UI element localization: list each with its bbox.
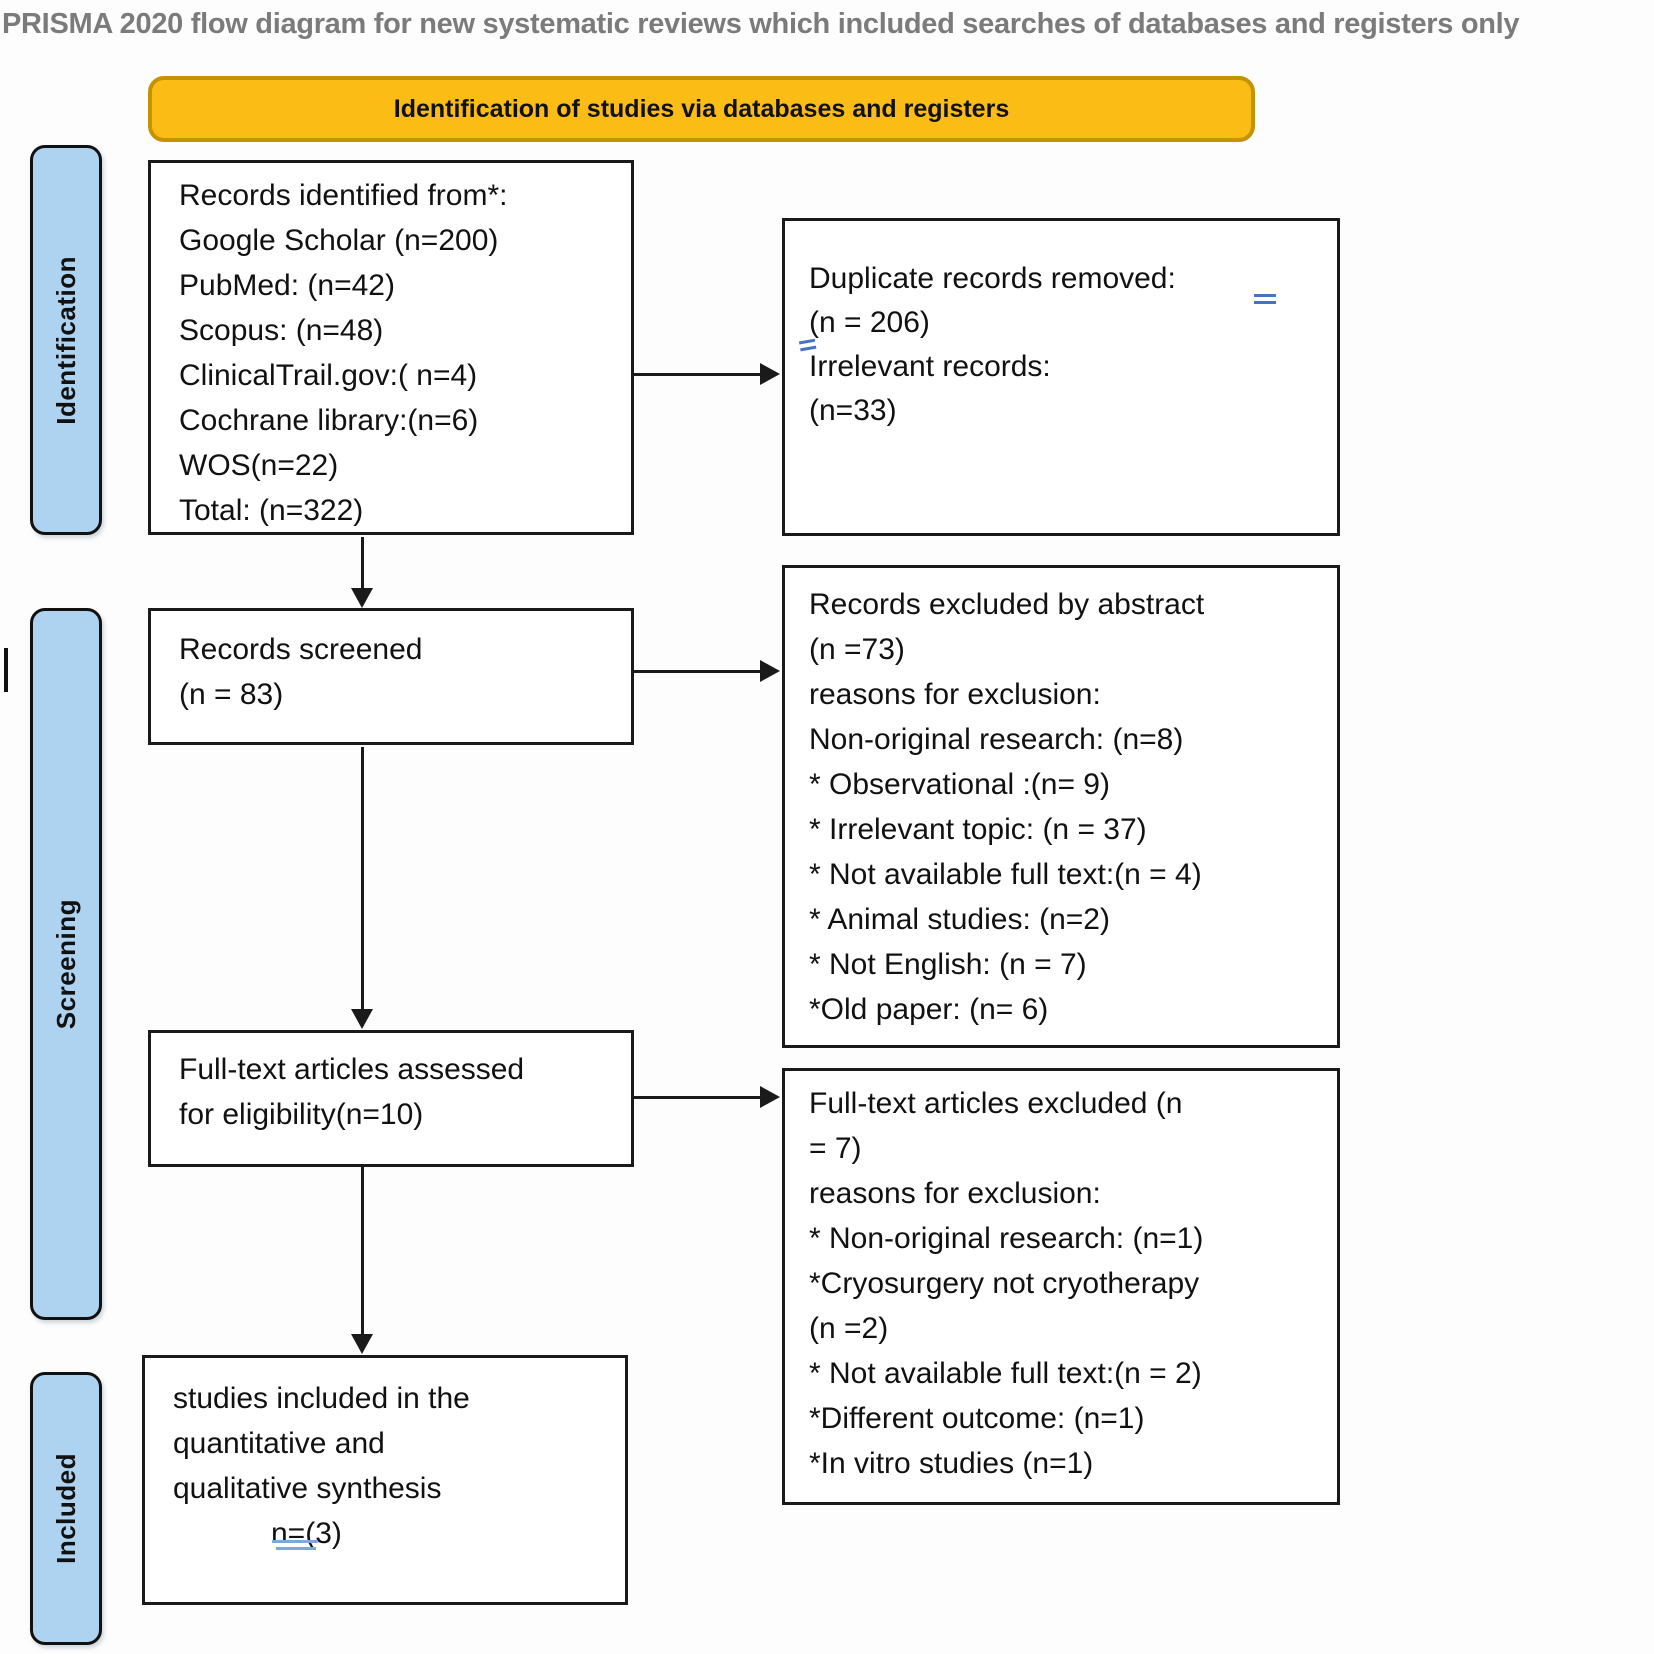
arrow-line-identified-to-screened bbox=[361, 537, 364, 589]
arrowhead-identified-to-screened bbox=[351, 588, 373, 608]
text-line: Cochrane library:(n=6) bbox=[179, 404, 479, 437]
text-line: Google Scholar (n=200) bbox=[179, 224, 499, 257]
studies-included-box: studies included in the quantitative and… bbox=[142, 1355, 628, 1605]
text-line: Records identified from*: bbox=[179, 179, 508, 212]
text-line: *Cryosurgery not cryotherapy bbox=[809, 1267, 1200, 1300]
arrow-line-fulltext-to-included bbox=[361, 1167, 364, 1335]
text-line: * Not English: (n = 7) bbox=[809, 948, 1087, 981]
revision-mark-insert bbox=[798, 338, 817, 356]
text-line: reasons for exclusion: bbox=[809, 678, 1101, 711]
text-line: Full-text articles assessed bbox=[179, 1053, 525, 1086]
stage-label-screening: Screening bbox=[30, 608, 102, 1320]
arrowhead-fulltext-to-included bbox=[351, 1334, 373, 1354]
arrow-line-screened-to-fulltext bbox=[361, 747, 364, 1010]
arrowhead-screened-to-fulltext bbox=[351, 1009, 373, 1029]
records-screened-box: Records screened (n = 83) bbox=[148, 608, 634, 745]
text-line: PubMed: (n=42) bbox=[179, 269, 395, 302]
stage-label-text: Screening bbox=[50, 898, 81, 1030]
text-line: = 7) bbox=[809, 1132, 862, 1165]
text-line: for eligibility(n=10) bbox=[179, 1098, 424, 1131]
text-line: studies included in the bbox=[173, 1382, 470, 1415]
stage-label-included: Included bbox=[30, 1372, 102, 1645]
text-line: Full-text articles excluded (n bbox=[809, 1087, 1183, 1120]
text-line: (n =73) bbox=[809, 633, 905, 666]
text-line: quantitative and bbox=[173, 1427, 385, 1460]
text-line: ClinicalTrail.gov:( n=4) bbox=[179, 359, 478, 392]
text-line: Records screened bbox=[179, 633, 423, 666]
text-line: (n =2) bbox=[809, 1312, 889, 1345]
text-line: Duplicate records removed: bbox=[809, 262, 1176, 295]
text-line: *Different outcome: (n=1) bbox=[809, 1402, 1145, 1435]
text-line: * Animal studies: (n=2) bbox=[809, 903, 1110, 936]
arrowhead-fulltext-to-excluded bbox=[760, 1086, 780, 1108]
text-line: * Irrelevant topic: (n = 37) bbox=[809, 813, 1147, 846]
text-line: qualitative synthesis bbox=[173, 1472, 442, 1505]
revision-mark-equals bbox=[1254, 294, 1276, 308]
text-line: reasons for exclusion: bbox=[809, 1177, 1101, 1210]
stage-label-text: Identification bbox=[50, 255, 81, 425]
banner-label: Identification of studies via databases … bbox=[393, 94, 1010, 123]
text-line: *In vitro studies (n=1) bbox=[809, 1447, 1094, 1480]
text-line: * Not available full text:(n = 2) bbox=[809, 1357, 1202, 1390]
text-line: Irrelevant records: bbox=[809, 350, 1051, 383]
arrow-line-screened-to-excluded bbox=[634, 670, 762, 673]
revision-mark-underline bbox=[272, 1540, 318, 1554]
diagram-title: PRISMA 2020 flow diagram for new systema… bbox=[2, 8, 1520, 40]
text-line: WOS(n=22) bbox=[179, 449, 339, 482]
stage-label-identification: Identification bbox=[30, 145, 102, 535]
stray-tick-mark bbox=[4, 648, 8, 692]
text-line: * Observational :(n= 9) bbox=[809, 768, 1110, 801]
duplicates-removed-box: Duplicate records removed: (n = 206) Irr… bbox=[782, 218, 1340, 536]
text-line: Records excluded by abstract bbox=[809, 588, 1205, 621]
text-line: Total: (n=322) bbox=[179, 494, 364, 527]
records-identified-box: Records identified from*: Google Scholar… bbox=[148, 160, 634, 535]
text-line: *Old paper: (n= 6) bbox=[809, 993, 1049, 1026]
text-line: (n=33) bbox=[809, 394, 897, 427]
banner: Identification of studies via databases … bbox=[148, 76, 1255, 142]
text-line: Scopus: (n=48) bbox=[179, 314, 384, 347]
text-line: * Not available full text:(n = 4) bbox=[809, 858, 1202, 891]
text-line: * Non-original research: (n=1) bbox=[809, 1222, 1204, 1255]
records-excluded-abstract-box: Records excluded by abstract (n =73) rea… bbox=[782, 565, 1340, 1048]
text-line: n=(3) bbox=[271, 1517, 342, 1550]
text-line: (n = 206) bbox=[809, 306, 930, 339]
text-line: Non-original research: (n=8) bbox=[809, 723, 1184, 756]
fulltext-excluded-box: Full-text articles excluded (n = 7) reas… bbox=[782, 1068, 1340, 1505]
arrowhead-identified-to-duplicates bbox=[760, 363, 780, 385]
arrowhead-screened-to-excluded bbox=[760, 660, 780, 682]
text-line: (n = 83) bbox=[179, 678, 284, 711]
stage-label-text: Included bbox=[50, 1453, 81, 1564]
arrow-line-identified-to-duplicates bbox=[634, 373, 762, 376]
arrow-line-fulltext-to-excluded bbox=[634, 1096, 762, 1099]
fulltext-assessed-box: Full-text articles assessed for eligibil… bbox=[148, 1030, 634, 1167]
